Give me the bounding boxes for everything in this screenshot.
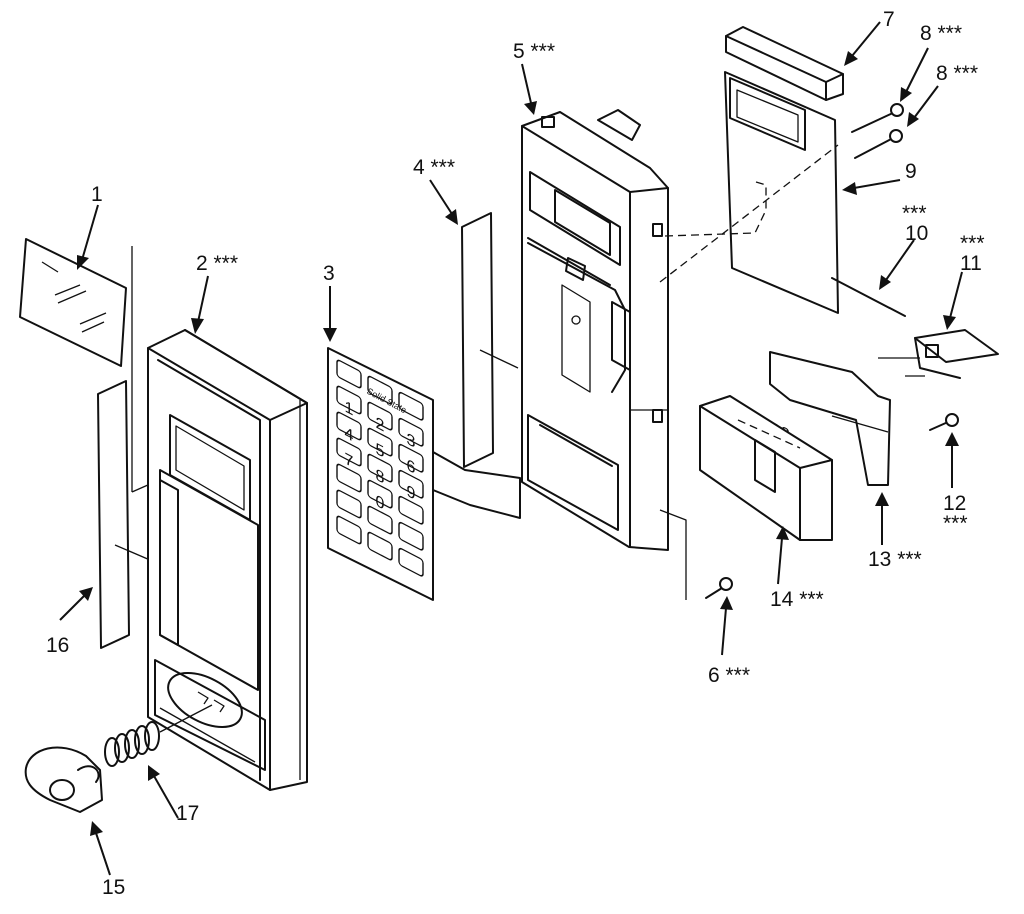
- part-16-strip: [97, 380, 151, 649]
- label-part-8b: 8 ***: [936, 62, 978, 85]
- part-8-screws: [851, 103, 904, 159]
- key-9: 9: [407, 481, 416, 503]
- part-4-strip: [461, 212, 519, 468]
- key-3: 3: [407, 429, 416, 451]
- label-part-3: 3: [323, 262, 335, 285]
- key-5: 5: [376, 439, 385, 461]
- key-6: 6: [407, 455, 416, 477]
- key-8: 8: [376, 465, 385, 487]
- label-part-10-stars: ***: [902, 202, 927, 225]
- part-11-latch-bracket: [878, 329, 999, 379]
- part-5-chassis: [521, 109, 669, 551]
- label-part-9: 9: [905, 160, 917, 183]
- part-1-window-glass: [19, 238, 127, 367]
- part-3-keypad-membrane: 1 2 3 4 5 6 7 8 9 0 Solid State: [327, 347, 521, 601]
- part-2-control-panel-frame: [147, 329, 308, 791]
- label-part-8a: 8 ***: [920, 22, 962, 45]
- label-part-12-stars: ***: [943, 512, 968, 535]
- label-part-4: 4 ***: [413, 156, 455, 179]
- part-12-screw: [929, 413, 959, 431]
- key-2: 2: [376, 413, 385, 435]
- key-4: 4: [345, 423, 354, 445]
- part-6-screw: [705, 577, 733, 599]
- leader-arrows: [59, 21, 963, 876]
- label-part-16: 16: [46, 634, 69, 657]
- label-part-1: 1: [91, 183, 103, 206]
- part-14-bottom-bracket: [659, 395, 833, 600]
- label-part-15: 15: [102, 876, 125, 899]
- label-part-10: 10: [905, 222, 928, 245]
- part-labels: 1 2 *** 3 4 *** 5 *** 6 *** 7 8 *** 8 **…: [46, 8, 985, 899]
- part-15-knob: [24, 746, 103, 813]
- label-part-13: 13 ***: [868, 548, 922, 571]
- key-1: 1: [345, 397, 354, 419]
- key-0: 0: [376, 491, 385, 513]
- label-part-14: 14 ***: [770, 588, 824, 611]
- label-part-2: 2 ***: [196, 252, 238, 275]
- part-17-spring: [104, 704, 213, 767]
- part-10-rod: [831, 277, 906, 317]
- label-part-7: 7: [883, 8, 895, 31]
- label-part-17: 17: [176, 802, 199, 825]
- part-7-foam-block: [725, 26, 844, 101]
- label-part-6: 6 ***: [708, 664, 750, 687]
- key-7: 7: [345, 449, 354, 471]
- label-part-12: 12: [943, 492, 966, 515]
- label-part-11: 11: [960, 252, 982, 275]
- label-part-11-stars: ***: [960, 232, 985, 255]
- label-part-5: 5 ***: [513, 40, 555, 63]
- part-13-side-bracket: [769, 351, 891, 486]
